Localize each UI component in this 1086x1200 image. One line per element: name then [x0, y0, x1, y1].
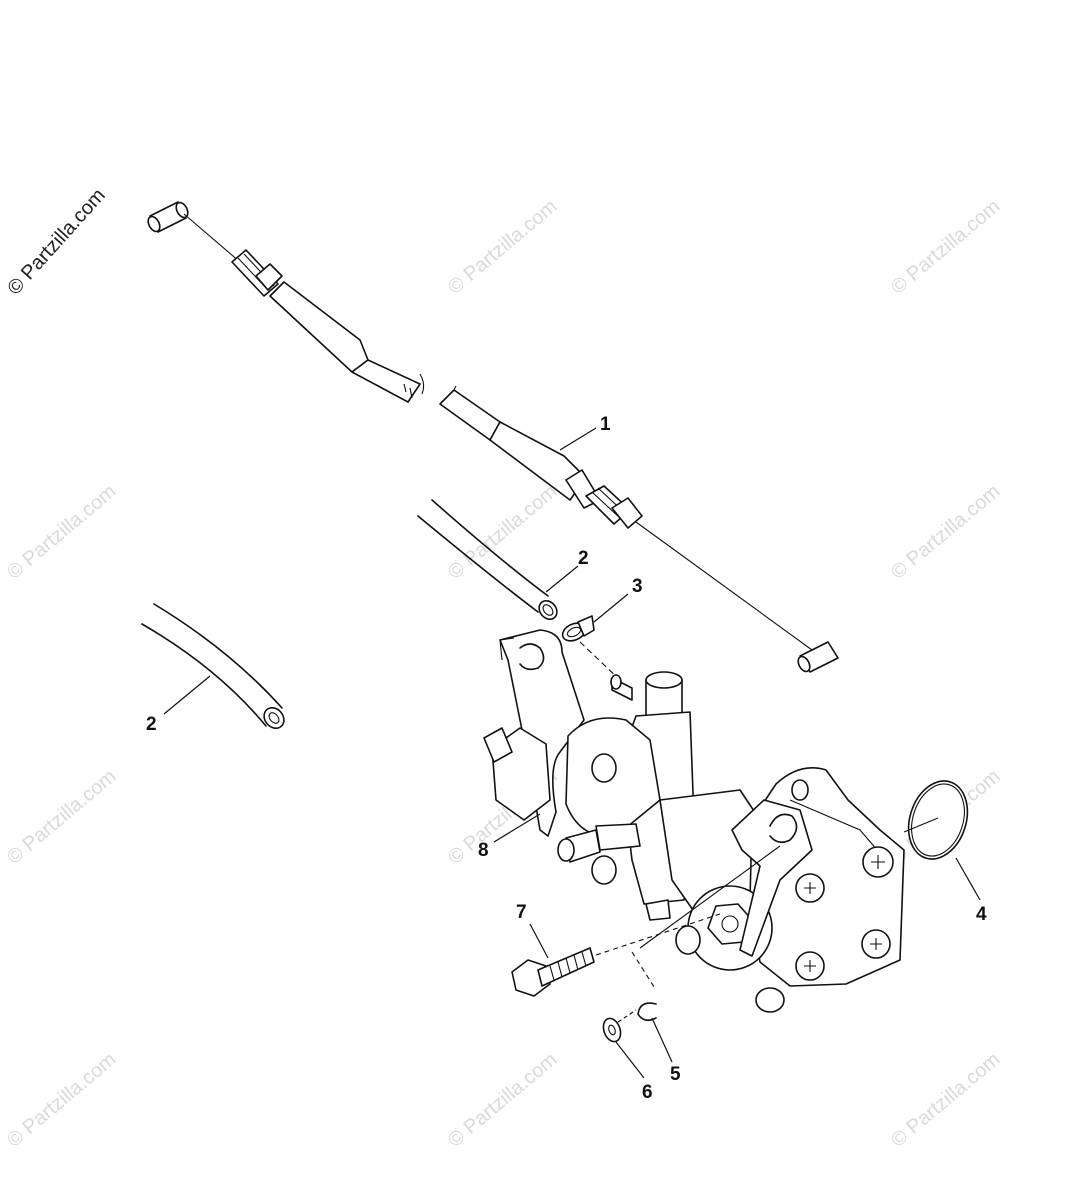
leader-1 [559, 427, 597, 451]
cable-end-barrel-lower [797, 641, 839, 673]
cable-end-barrel-upper [147, 201, 189, 233]
leader-6 [615, 1041, 645, 1079]
callout-2-upper: 2 [578, 548, 589, 569]
leader-3 [593, 593, 629, 623]
watermark-tile: © Partzilla.com [887, 1048, 1004, 1151]
oil-hose-upper [417, 499, 558, 621]
leader-5 [651, 1017, 673, 1063]
callout-3: 3 [632, 576, 643, 597]
callout-7: 7 [516, 902, 527, 923]
callout-8: 8 [478, 840, 489, 861]
partzilla-watermark: © Partzilla.com [3, 184, 110, 299]
washer [602, 1009, 637, 1043]
watermark-tile: © Partzilla.com [3, 480, 120, 583]
pump-lever [499, 629, 585, 837]
leader-8 [493, 813, 541, 843]
hose-clamp [561, 615, 621, 681]
watermark-tile: © Partzilla.com [3, 1048, 120, 1151]
watermark-tiles: © Partzilla.com © Partzilla.com © Partzi… [3, 195, 1004, 1151]
retaining-clip [631, 951, 657, 1022]
callout-2-left: 2 [146, 714, 157, 735]
o-ring [903, 780, 969, 860]
cable-adjuster-lower [585, 485, 643, 529]
leader-7 [529, 923, 549, 959]
callout-5: 5 [670, 1064, 681, 1085]
watermark-tile: © Partzilla.com [887, 480, 1004, 583]
leader-2b [163, 675, 211, 715]
watermark-tile: © Partzilla.com [444, 1048, 561, 1151]
watermark-tile: © Partzilla.com [887, 195, 1004, 298]
pump-cover-screws [795, 846, 894, 981]
cable-adjuster-upper [231, 249, 283, 297]
leader-4 [955, 857, 981, 901]
watermark-tile: © Partzilla.com [444, 480, 561, 583]
leader-2a [545, 565, 579, 593]
oil-hose-left [141, 603, 285, 730]
callouts: 1 2 2 3 4 5 6 7 8 [146, 414, 987, 1103]
callout-4: 4 [976, 904, 987, 925]
callout-6: 6 [642, 1082, 653, 1103]
oil-pump-body [483, 671, 905, 1013]
watermark-tile: © Partzilla.com [444, 195, 561, 298]
oil-pump-cable [147, 201, 839, 673]
callout-1: 1 [600, 414, 611, 435]
cable-path-line [639, 845, 781, 949]
watermark-tile: © Partzilla.com [3, 765, 120, 868]
